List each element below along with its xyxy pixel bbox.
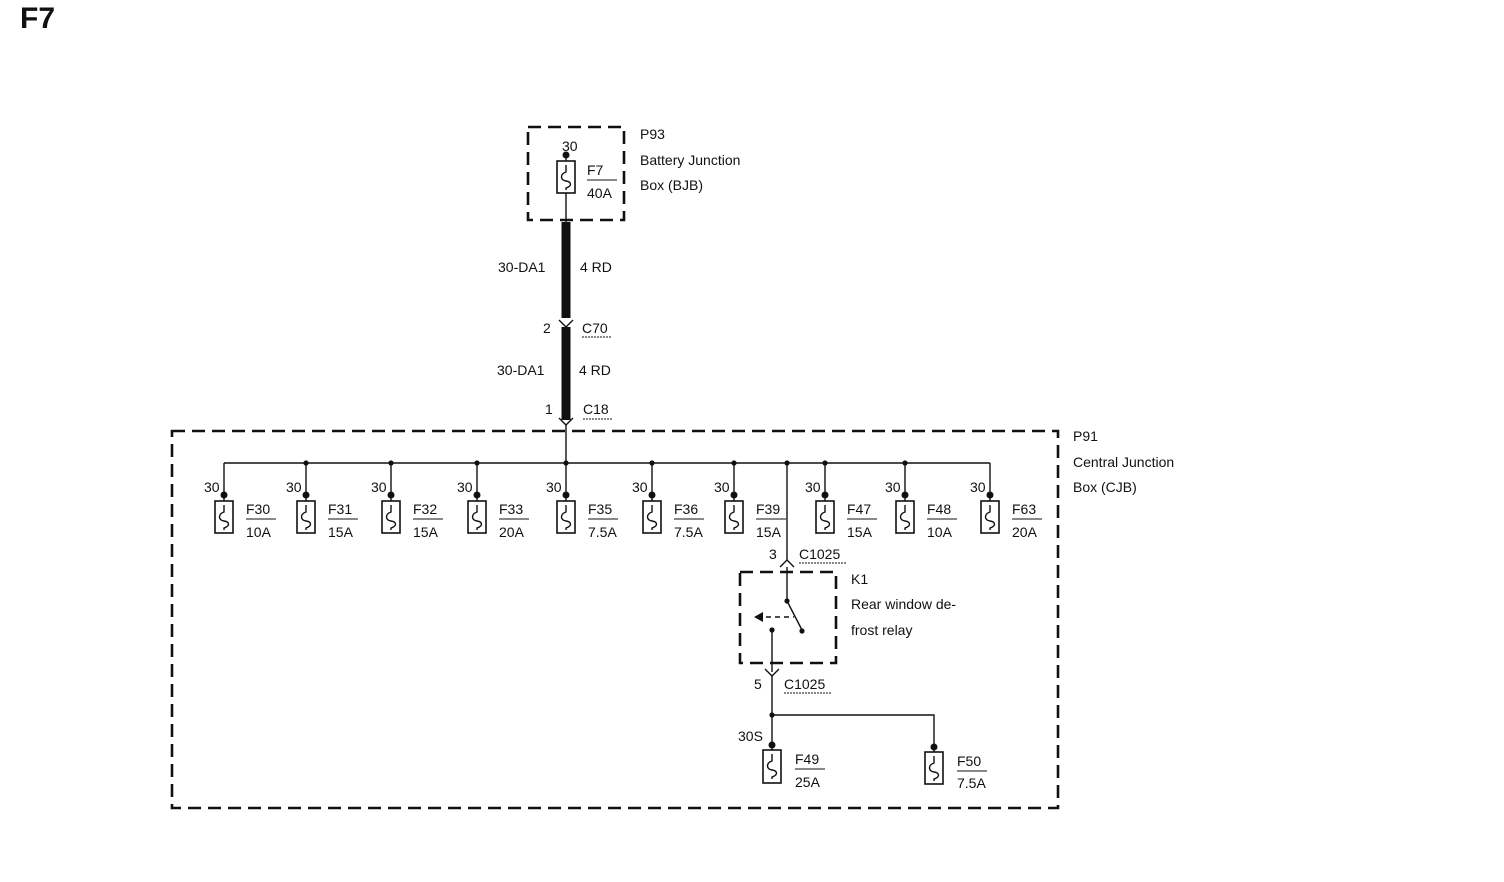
- fuse-f49-rating: 25A: [795, 774, 821, 790]
- fuse-f50-rating: 7.5A: [957, 775, 986, 791]
- fuse-f50-name: F50: [957, 753, 981, 769]
- fuse-f33-name: F33: [499, 501, 523, 517]
- wire-lower-spec: 4 RD: [579, 362, 611, 378]
- c1025-top-name: C1025: [799, 546, 840, 562]
- fuse-f7-rating: 40A: [587, 185, 613, 201]
- c1025-bottom-name: C1025: [784, 676, 825, 692]
- page-title: F7: [20, 2, 56, 35]
- fuse-f31-rating: 15A: [328, 524, 354, 540]
- bjb-box: [526, 125, 626, 222]
- c1025-bottom-pin: 5: [754, 676, 762, 692]
- fused-feed-pin: 30S: [738, 728, 763, 744]
- fuse-f7-pin: 30: [562, 138, 578, 154]
- cjb-id: P91: [1073, 428, 1098, 444]
- fuse-f33-pin: 30: [457, 479, 473, 495]
- fuse-f36-pin: 30: [632, 479, 648, 495]
- fuse-f50: F50 7.5A: [924, 743, 987, 791]
- fuse-f36-name: F36: [674, 501, 698, 517]
- fuse-f47-name: F47: [847, 501, 871, 517]
- f50-feed-wire: [772, 714, 935, 746]
- fuse-f35-pin: 30: [546, 479, 562, 495]
- fuse-f35-rating: 7.5A: [588, 524, 617, 540]
- fuse-f33-rating: 20A: [499, 524, 525, 540]
- fuse-f48-name: F48: [927, 501, 951, 517]
- connector-c18: 1 C18: [545, 401, 613, 426]
- fuse-f48-pin: 30: [885, 479, 901, 495]
- fuse-f32-rating: 15A: [413, 524, 439, 540]
- fuse-f30-rating: 10A: [246, 524, 272, 540]
- relay-k1-line2: frost relay: [851, 622, 912, 638]
- bjb-name-line1: Battery Junction: [640, 152, 740, 168]
- fuse-f49-name: F49: [795, 751, 819, 767]
- fuse-f30-pin: 30: [204, 479, 220, 495]
- fuse-f48-rating: 10A: [927, 524, 953, 540]
- fuse-f32-pin: 30: [371, 479, 387, 495]
- wire-upper-circuit: 30-DA1: [498, 259, 546, 275]
- bjb-name-line2: Box (BJB): [640, 177, 703, 193]
- fuse-f63-rating: 20A: [1012, 524, 1038, 540]
- wire-upper-spec: 4 RD: [580, 259, 612, 275]
- fuse-f49: F49 25A: [762, 741, 825, 790]
- fuse-f31-name: F31: [328, 501, 352, 517]
- fuse-f47-pin: 30: [805, 479, 821, 495]
- cjb-name-line1: Central Junction: [1073, 454, 1174, 470]
- fuse-f39-pin: 30: [714, 479, 730, 495]
- fuse-f39-name: F39: [756, 501, 780, 517]
- c70-name: C70: [582, 320, 608, 336]
- fuse-f63-name: F63: [1012, 501, 1036, 517]
- c18-name: C18: [583, 401, 609, 417]
- c18-pin: 1: [545, 401, 553, 417]
- c70-pin: 2: [543, 320, 551, 336]
- fuse-f31-pin: 30: [286, 479, 302, 495]
- cjb-box: [170, 429, 1060, 810]
- fuse-f30-name: F30: [246, 501, 270, 517]
- relay-k1-box: [738, 570, 838, 665]
- relay-k1-line1: Rear window de-: [851, 596, 956, 612]
- fuse-f35-name: F35: [588, 501, 612, 517]
- fuse-f63-pin: 30: [970, 479, 986, 495]
- relay-k1-id: K1: [851, 571, 868, 587]
- c1025-top-pin: 3: [769, 546, 777, 562]
- bjb-id: P93: [640, 126, 665, 142]
- fuse-f39-rating: 15A: [756, 524, 782, 540]
- fuse-f47-rating: 15A: [847, 524, 873, 540]
- wire-lower-circuit: 30-DA1: [497, 362, 545, 378]
- fuse-f7-name: F7: [587, 162, 604, 178]
- connector-c1025-bottom: 5 C1025: [754, 668, 832, 694]
- fuse-f36-rating: 7.5A: [674, 524, 703, 540]
- fuse-f32-name: F32: [413, 501, 437, 517]
- connector-c1025-top: 3 C1025: [769, 546, 847, 568]
- connector-c70: 2 C70: [543, 319, 612, 338]
- relay-k1-switch: [754, 567, 805, 672]
- cjb-name-line2: Box (CJB): [1073, 479, 1137, 495]
- fuse-f7: 30 F7 40A: [556, 138, 617, 222]
